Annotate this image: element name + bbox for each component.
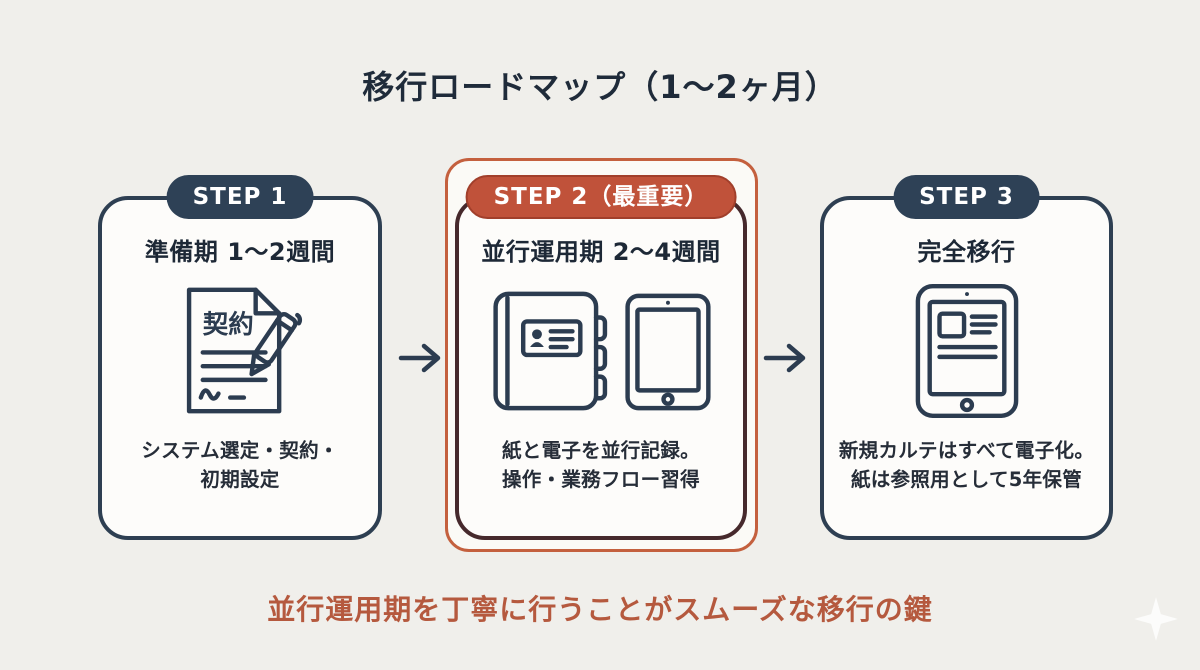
paper-chart-and-tablet-icon bbox=[487, 276, 715, 426]
step-1-title: 準備期 1〜2週間 bbox=[144, 238, 336, 266]
step-2-title: 並行運用期 2〜4週間 bbox=[481, 238, 721, 266]
step-2-card: STEP 2（最重要） 並行運用期 2〜4週間 bbox=[455, 175, 747, 540]
page-title: 移行ロードマップ（1〜2ヶ月） bbox=[362, 68, 838, 106]
step-1-description-line1: システム選定・契約・ bbox=[141, 439, 339, 462]
arrow-right-icon bbox=[398, 343, 441, 373]
step-2-description-line2: 操作・業務フロー習得 bbox=[501, 468, 700, 492]
step-1-card: STEP 1 準備期 1〜2週間 契約 システム選定・契 bbox=[98, 175, 382, 540]
step-3-badge: STEP 3 bbox=[893, 175, 1040, 219]
contract-document-icon: 契約 bbox=[161, 276, 319, 426]
step-3-card: STEP 3 完全移行 新規カルテはすべて電子化。 紙は参照用として5年保管 bbox=[820, 175, 1113, 540]
step-2-description: 紙と電子を並行記録。 操作・業務フロー習得 bbox=[502, 436, 700, 495]
step-3-description-line1: 新規カルテはすべて電子化。 bbox=[838, 439, 1095, 462]
step-1-description: システム選定・契約・ 初期設定 bbox=[141, 436, 338, 495]
arrow-right-icon bbox=[763, 343, 806, 373]
step-3-title: 完全移行 bbox=[917, 238, 1016, 266]
step-1-badge: STEP 1 bbox=[166, 175, 314, 219]
tablet-ehr-icon bbox=[913, 276, 1021, 426]
step-3-description-line2: 紙は参照用として5年保管 bbox=[850, 468, 1083, 492]
step-3-description: 新規カルテはすべて電子化。 紙は参照用として5年保管 bbox=[839, 436, 1094, 495]
footer-note: 並行運用期を丁寧に行うことがスムーズな移行の鍵 bbox=[267, 593, 933, 626]
step-2-badge: STEP 2（最重要） bbox=[465, 175, 737, 219]
step-2-description-line1: 紙と電子を並行記録。 bbox=[501, 439, 700, 462]
step-1-description-line2: 初期設定 bbox=[200, 468, 280, 492]
contract-label-text: 契約 bbox=[202, 310, 254, 340]
